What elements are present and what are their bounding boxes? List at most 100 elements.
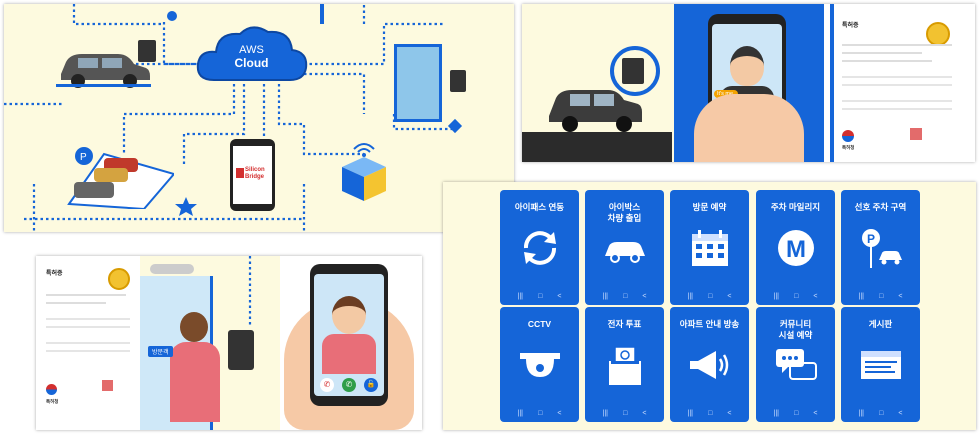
nav-home-icon[interactable]: □ (708, 292, 713, 300)
ballot-box-icon (601, 343, 649, 387)
nav-back-icon[interactable]: < (727, 409, 732, 417)
visitor-person (170, 312, 220, 422)
phone-nav-bar: ||| □ < (680, 409, 739, 417)
nav-back-icon[interactable]: < (898, 292, 903, 300)
nav-back-icon[interactable]: < (813, 409, 818, 417)
phone-nav-bar: ||| □ < (766, 409, 825, 417)
megaphone-icon (686, 343, 734, 387)
nav-home-icon[interactable]: □ (879, 292, 884, 300)
cctv-icon (516, 343, 564, 387)
unlock-door-button-2[interactable]: 🔓 (364, 378, 378, 392)
phone-nav-bar: ||| □ < (595, 409, 654, 417)
nav-recent-icon[interactable]: ||| (858, 409, 864, 417)
feature-tile[interactable]: 방문 예약|||□< (670, 190, 749, 305)
card-reader-icon (138, 40, 156, 62)
visitor-tag: 방문객 (148, 346, 173, 357)
feature-tile[interactable]: 커뮤니티 시설 예약 ||| □ < (756, 307, 835, 422)
nav-recent-icon[interactable]: ||| (773, 409, 779, 417)
feature-tile-label: 아파트 안내 방송 (679, 319, 740, 329)
svg-text:P: P (867, 232, 875, 246)
nav-home-icon[interactable]: □ (879, 409, 884, 417)
nav-home-icon[interactable]: □ (538, 409, 543, 417)
nav-back-icon[interactable]: < (642, 292, 647, 300)
reader-highlight-ring (610, 46, 660, 96)
network-lines (4, 4, 463, 232)
decline-call-button-2[interactable]: ✆ (320, 378, 334, 392)
vehicle-reader-icon (622, 58, 644, 84)
phone-nav-bar: ||| □ < (851, 292, 910, 300)
vehicle-call-panel: It's me. ✆ ✆ 🔓 특허증 특허청 (522, 4, 975, 162)
aws-cloud-icon: AWS Cloud (194, 22, 309, 84)
gold-seal-icon-2 (108, 268, 130, 290)
sync-icon (516, 226, 564, 270)
cloud-title-line2: Cloud (234, 56, 269, 70)
nav-home-icon[interactable]: □ (538, 292, 543, 300)
feature-tile[interactable]: 아이패스 연동|||□< (500, 190, 579, 305)
certificate-issuer: 특허청 (842, 145, 855, 150)
nav-home-icon[interactable]: □ (623, 409, 628, 417)
gold-seal-icon (926, 22, 950, 46)
nav-home-icon[interactable]: □ (794, 409, 799, 417)
phone-nav-bar: ||| □ < (680, 292, 739, 300)
phone-nav-bar: ||| □ < (851, 409, 910, 417)
patent-certificate: 특허증 특허청 (824, 4, 975, 162)
nav-recent-icon[interactable]: ||| (858, 292, 864, 300)
parked-car-illustration (544, 82, 644, 132)
kipo-emblem-icon (842, 130, 854, 142)
nav-back-icon[interactable]: < (898, 409, 903, 417)
feature-tile[interactable]: CCTV|||□< (500, 307, 579, 422)
system-diagram-panel: AWS Cloud P Silicon Bridge (4, 4, 514, 232)
hand-illustration (694, 94, 804, 162)
nav-recent-icon[interactable]: ||| (602, 409, 608, 417)
feature-tile-label: 전자 투표 (607, 319, 642, 329)
feature-tile[interactable]: 전자 투표 ||| □ < (585, 307, 664, 422)
nav-back-icon[interactable]: < (557, 292, 562, 300)
visitor-call-scene: ✆ ✆ 🔓 (280, 256, 422, 430)
nav-recent-icon[interactable]: ||| (687, 409, 693, 417)
visitor-call-panel: 특허증 특허청 방문객 ✆ ✆ 🔓 (36, 256, 422, 430)
chat-bubbles-icon (772, 343, 820, 387)
nav-back-icon[interactable]: < (813, 292, 818, 300)
nav-recent-icon[interactable]: ||| (602, 292, 608, 300)
official-stamp-icon-2 (102, 380, 113, 391)
certificate-issuer-2: 특허청 (46, 399, 59, 404)
cloud-title-line1: AWS (239, 44, 264, 56)
nav-recent-icon[interactable]: ||| (773, 292, 779, 300)
entrance-door-illustration (394, 44, 442, 122)
feature-tile-label: 커뮤니티 시설 예약 (778, 319, 813, 340)
nav-back-icon[interactable]: < (557, 409, 562, 417)
board-icon (857, 343, 905, 387)
nav-recent-icon[interactable]: ||| (517, 292, 523, 300)
nav-home-icon[interactable]: □ (623, 292, 628, 300)
calendar-icon (686, 226, 734, 270)
feature-tile[interactable]: 아이박스 차량 출입|||□< (585, 190, 664, 305)
door-intercom-icon (228, 330, 254, 370)
official-stamp-icon (910, 128, 922, 140)
feature-tile[interactable]: 게시판|||□< (841, 307, 920, 422)
svg-text:M: M (786, 236, 806, 263)
nav-home-icon[interactable]: □ (708, 409, 713, 417)
visitor-scene: 방문객 (140, 256, 280, 430)
accept-call-button-2[interactable]: ✆ (342, 378, 356, 392)
door-reader-icon (450, 70, 466, 92)
patent-certificate-2: 특허증 특허청 (36, 256, 141, 430)
feature-tile-label: 주차 마일리지 (770, 202, 821, 212)
parking-lot-illustration: P (64, 144, 176, 211)
parking-sign-icon: P (857, 226, 905, 270)
car-illustration (56, 44, 151, 89)
feature-tile[interactable]: 아파트 안내 방송 ||| □ < (670, 307, 749, 422)
phone-nav-bar: ||| □ < (595, 292, 654, 300)
nav-home-icon[interactable]: □ (794, 292, 799, 300)
nav-back-icon[interactable]: < (642, 409, 647, 417)
door-handle-icon (150, 264, 194, 274)
feature-tile[interactable]: 주차 마일리지 M ||| □ < (756, 190, 835, 305)
nav-back-icon[interactable]: < (727, 292, 732, 300)
phone-nav-bar: ||| □ < (510, 409, 569, 417)
nav-recent-icon[interactable]: ||| (517, 409, 523, 417)
smartphone-illustration: Silicon Bridge (230, 139, 275, 211)
certificate-title-2: 특허증 (46, 271, 63, 277)
nav-recent-icon[interactable]: ||| (687, 292, 693, 300)
feature-tiles-panel: 아이패스 연동|||□<아이박스 차량 출입|||□<방문 예약|||□<주차 … (443, 182, 976, 430)
silicon-bridge-logo (236, 168, 244, 178)
